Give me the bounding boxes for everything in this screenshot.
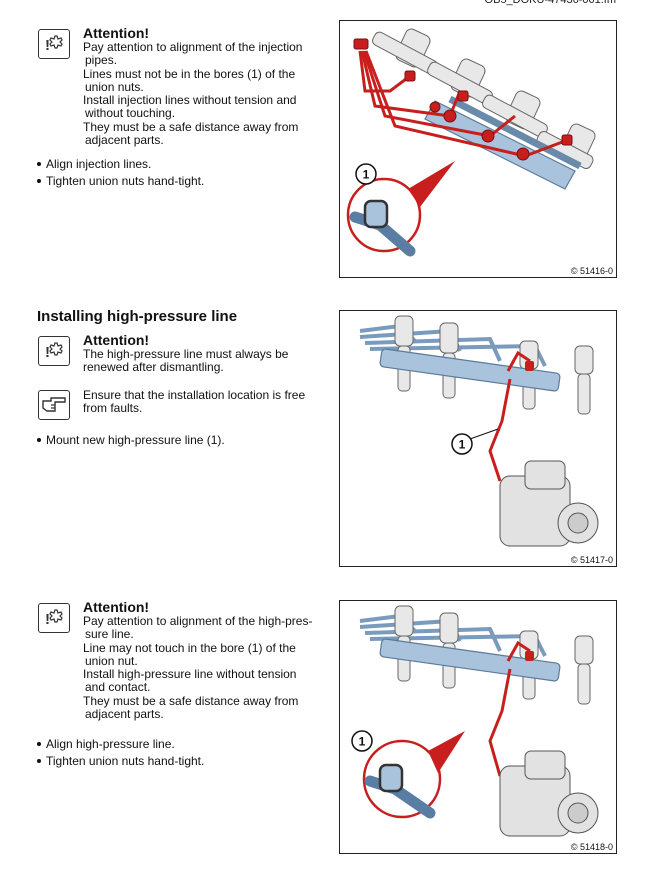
section-installing-high-pressure-line: Installing high-pressure line ! Attentio… — [0, 300, 646, 580]
svg-text:!: ! — [45, 344, 50, 361]
attention-icon: ! — [38, 29, 70, 59]
figure-high-pressure-line-detail: 1 © 51418-0 — [339, 600, 617, 854]
callout-number: 1 — [359, 735, 366, 749]
callout-number: 1 — [459, 438, 466, 452]
notice-text: The high-pressure line must always be re… — [83, 347, 289, 375]
attention-icon: ! — [38, 336, 70, 366]
svg-text:!: ! — [45, 611, 50, 628]
notice-title: Attention! — [83, 599, 150, 615]
attention-icon: ! — [38, 603, 70, 633]
instruction-item: Tighten union nuts hand-tight. — [37, 753, 204, 770]
notice-title: Attention! — [83, 25, 150, 41]
section-align-high-pressure-line: ! Attention! Pay attention to alignment … — [0, 590, 646, 870]
instruction-item: Mount new high-pressure line (1). — [37, 432, 225, 449]
instruction-item: Align injection lines. — [37, 156, 204, 173]
instruction-item: Align high-pressure line. — [37, 736, 204, 753]
notice-text: Pay attention to alignment of the high-p… — [83, 614, 313, 722]
document-id: OB5_DOKU-47436-001.fm — [484, 0, 616, 6]
notice-text: Pay attention to alignment of the inject… — [83, 40, 303, 148]
figure-injection-lines: 1 © 51416-0 — [339, 20, 617, 278]
figure-high-pressure-line: 1 © 51417-0 — [339, 310, 617, 567]
instruction-list: Align injection lines. Tighten union nut… — [37, 156, 204, 190]
callout-number: 1 — [363, 168, 370, 182]
figure-code: © 51416-0 — [570, 266, 613, 276]
figure-code: © 51417-0 — [570, 555, 613, 565]
instruction-list: Mount new high-pressure line (1). — [37, 432, 225, 449]
section-align-injection-lines: ! Attention! Pay attention to alignment … — [0, 0, 646, 290]
figure-code: © 51418-0 — [570, 842, 613, 852]
section-heading: Installing high-pressure line — [37, 308, 238, 325]
instruction-item: Tighten union nuts hand-tight. — [37, 173, 204, 190]
instruction-list: Align high-pressure line. Tighten union … — [37, 736, 204, 770]
svg-text:!: ! — [45, 37, 50, 54]
note-text: Ensure that the installation location is… — [83, 388, 306, 416]
notice-title: Attention! — [83, 332, 150, 348]
pointing-hand-icon — [38, 390, 70, 420]
